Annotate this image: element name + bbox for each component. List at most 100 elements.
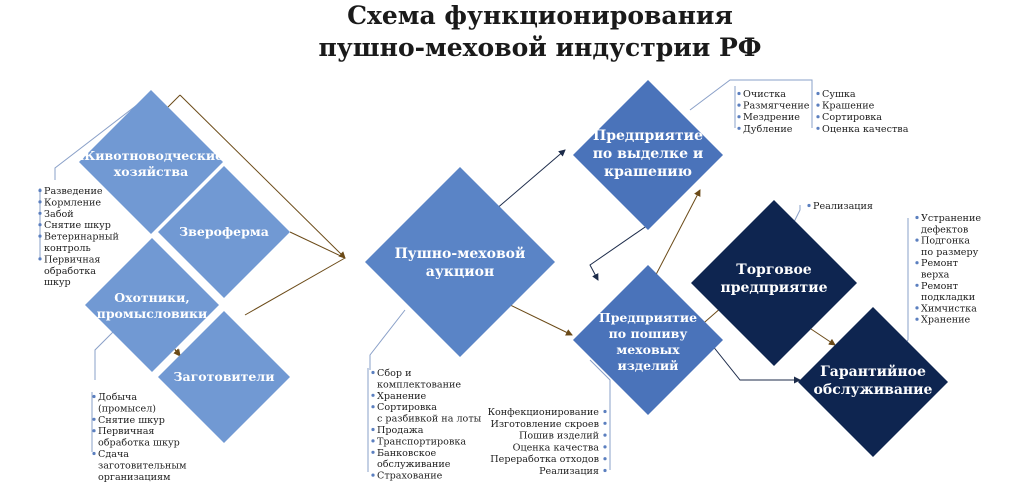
bullet-icon (371, 450, 375, 454)
list-item-livestock: контроль (44, 243, 91, 254)
svg-text:Пушно-меховой: Пушно-меховой (395, 245, 526, 262)
list-item-livestock: Снятие шкур (44, 220, 111, 231)
svg-text:меховых: меховых (616, 342, 680, 357)
list-item-livestock: Забой (44, 209, 74, 220)
list-item-warranty: Химчистка (921, 303, 977, 314)
list-item-livestock: Кормление (44, 197, 101, 208)
list-item-auction: Продажа (377, 425, 424, 436)
title-line-1: Схема функционирования (347, 1, 733, 30)
svg-text:Звероферма: Звероферма (179, 224, 269, 239)
list-item-auction: Страхование (377, 471, 443, 482)
bullet-icon (38, 200, 42, 204)
list-item-warranty: по размеру (921, 247, 979, 258)
list-item-warranty: подкладки (921, 292, 975, 303)
list-item-auction: Транспортировка (377, 436, 466, 447)
list-item-hunters: Снятие шкур (98, 415, 165, 426)
svg-text:Гарантийное: Гарантийное (820, 363, 926, 380)
list-item-hunters: Сдача (98, 449, 129, 460)
bullet-icon (92, 451, 96, 456)
list-item-hunters: организациям (98, 472, 171, 483)
bullet-icon (915, 215, 919, 220)
list-item-hunters: (промысел) (98, 403, 156, 414)
bullet-icon (371, 405, 375, 409)
list-item-hunters: обработка шкур (98, 438, 180, 449)
bullet-icon (816, 126, 820, 130)
list-item-hunters: Добыча (98, 392, 137, 403)
list-item-dressing-b: Крашение (822, 101, 875, 112)
bullet-icon (603, 445, 607, 449)
list-item-sewing: Пошив изделий (519, 431, 599, 442)
bullet-icon (38, 188, 42, 193)
bullet-icon (371, 439, 375, 443)
svg-text:Предприятие: Предприятие (593, 128, 703, 144)
list-item-dressing-b: Сортировка (822, 112, 882, 123)
bullet-icon (38, 257, 42, 261)
svg-text:Заготовители: Заготовители (174, 369, 275, 384)
list-item-sewing: Изготовление скроев (490, 419, 599, 430)
bullet-icon (603, 421, 607, 425)
list-item-auction: Хранение (377, 391, 427, 402)
node-warranty[interactable]: Гарантийное обслуживание (798, 307, 948, 457)
bullet-icon (38, 223, 42, 227)
bullet-icon (737, 103, 741, 107)
list-item-warranty: Ремонт (921, 258, 958, 269)
node-livestock[interactable]: Животноводческие хозяйства (79, 90, 223, 234)
list-item-auction: с разбивкой на лоты (377, 414, 482, 425)
list-item-auction: Банковское (377, 448, 436, 459)
list-item-auction: Сортировка (377, 402, 437, 413)
bullet-icon (915, 261, 919, 265)
list-item-livestock: Первичная (44, 254, 101, 265)
bullet-icon (92, 394, 96, 399)
list-item-livestock: обработка (44, 266, 96, 277)
bullet-icon (371, 473, 375, 477)
list-item-livestock: Разведение (44, 186, 103, 197)
list-item-dressing-a: Размягчение (743, 101, 810, 112)
node-procurers[interactable]: Заготовители (158, 311, 290, 443)
svg-text:Охотники,: Охотники, (114, 290, 190, 305)
list-item-sewing: Реализация (539, 466, 599, 477)
bullet-icon (92, 429, 96, 433)
node-hunters[interactable]: Охотники, промысловики (85, 238, 219, 372)
bullet-icon (737, 126, 741, 130)
list-item-livestock: Ветеринарный (44, 232, 119, 243)
node-fur-farm[interactable]: Звероферма (158, 166, 290, 298)
svg-text:Предприятие: Предприятие (599, 310, 697, 325)
list-item-dressing-a: Мездрение (743, 112, 800, 123)
svg-text:предприятие: предприятие (720, 280, 827, 296)
node-sewing[interactable]: Предприятие по пошиву меховых изделий (573, 265, 723, 415)
node-trade[interactable]: Торговое предприятие (691, 200, 857, 366)
bullet-icon (915, 317, 919, 321)
list-item-dressing-a: Очистка (743, 89, 786, 100)
node-auction[interactable]: Пушно-меховой аукцион (365, 167, 555, 357)
bullet-icon (816, 91, 820, 96)
svg-text:промысловики: промысловики (97, 306, 208, 321)
bullet-icon (603, 457, 607, 461)
bullet-icon (807, 203, 811, 208)
list-item-warranty: Хранение (921, 315, 971, 326)
bullet-icon (915, 306, 919, 310)
list-item-auction: комплектование (377, 379, 461, 390)
list-item-dressing-a: Дубление (743, 124, 793, 135)
bullet-icon (816, 103, 820, 107)
svg-text:по пошиву: по пошиву (609, 326, 688, 341)
list-item-dressing-b: Сушка (822, 89, 856, 100)
list-item-sewing: Оценка качества (513, 442, 600, 453)
bullet-icon (38, 211, 42, 215)
list-item-sewing: Переработка отходов (490, 454, 599, 465)
node-dressing[interactable]: Предприятие по выделке и крашению (573, 80, 723, 230)
bullet-icon (603, 433, 607, 437)
list-item-trade: Реализация (813, 201, 873, 212)
list-item-livestock: шкур (44, 277, 71, 288)
bullet-icon (737, 91, 741, 96)
svg-text:обслуживание: обслуживание (814, 382, 933, 398)
bullet-icon (38, 234, 42, 238)
svg-text:изделий: изделий (618, 358, 679, 373)
svg-text:Торговое: Торговое (736, 262, 812, 278)
list-item-warranty: Ремонт (921, 281, 958, 292)
list-item-warranty: дефектов (921, 224, 968, 235)
title-line-2: пушно-меховой индустрии РФ (318, 33, 761, 62)
list-item-hunters: Первичная (98, 426, 155, 437)
list-item-auction: Сбор и (377, 368, 411, 379)
